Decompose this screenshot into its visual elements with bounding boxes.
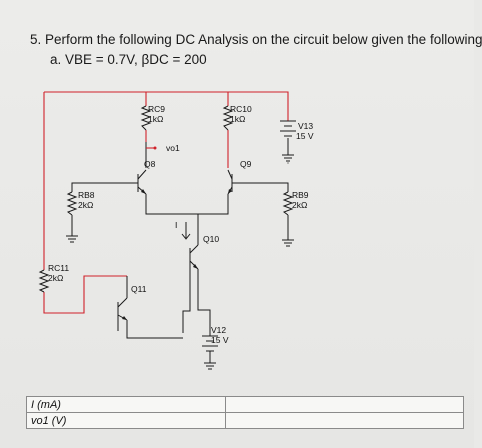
transistor-q8: Q8	[137, 159, 156, 195]
q8-label: Q8	[144, 159, 156, 169]
rc11-name: RC11	[48, 263, 69, 273]
ground-rb9	[282, 239, 294, 247]
vo1-probe: vo1	[146, 143, 180, 153]
current-label: I	[175, 220, 177, 230]
row-label-current: I (mA)	[26, 396, 226, 413]
v12-name: V12	[211, 325, 226, 335]
resistor-rb9: RB9 2kΩ	[282, 190, 309, 240]
rc9-name: RC9	[148, 104, 165, 114]
answer-cell-vo1[interactable]	[225, 412, 464, 429]
resistor-rc9: RC9 1kΩ	[140, 104, 165, 131]
row-label-vo1: vo1 (V)	[26, 412, 226, 429]
ground-v12	[204, 362, 216, 370]
table-row: vo1 (V)	[26, 412, 464, 429]
q10-label: Q10	[203, 234, 219, 244]
rb9-value: 2kΩ	[292, 200, 307, 210]
question-givens: a. VBE = 0.7V, βDC = 200	[50, 52, 207, 67]
ground-v13	[282, 154, 294, 164]
answer-cell-current[interactable]	[225, 396, 464, 413]
v13-value: 15 V	[296, 131, 314, 141]
rc11-value: 2kΩ	[48, 273, 63, 283]
question-text: 5. Perform the following DC Analysis on …	[30, 32, 482, 47]
results-table: I (mA) vo1 (V)	[26, 396, 464, 429]
current-arrow: I	[175, 220, 191, 240]
q9-label: Q9	[240, 159, 252, 169]
red-wires	[43, 91, 289, 314]
rb8-name: RB8	[78, 190, 95, 200]
rb9-name: RB9	[292, 190, 309, 200]
battery-v13: V13 15 V	[280, 120, 314, 141]
q11-label: Q11	[131, 284, 147, 294]
rc10-name: RC10	[230, 104, 252, 114]
ground-rb8	[66, 235, 78, 243]
transistor-q11: Q11	[117, 284, 147, 321]
vo1-label: vo1	[166, 143, 180, 153]
transistor-q10: Q10	[189, 234, 219, 270]
rc10-value: 1kΩ	[230, 114, 245, 124]
rc9-value: 1kΩ	[148, 114, 163, 124]
resistor-rc11: RC11 2kΩ	[38, 263, 69, 293]
table-row: I (mA)	[26, 396, 464, 413]
battery-v12: V12 15 V	[202, 325, 229, 363]
resistor-rc10: RC10 1kΩ	[222, 104, 252, 131]
transistor-q9: Q9	[227, 159, 252, 195]
black-wires	[71, 138, 289, 339]
resistor-rb8: RB8 2kΩ	[66, 190, 95, 236]
v13-name: V13	[298, 121, 313, 131]
rb8-value: 2kΩ	[78, 200, 93, 210]
v12-value: 15 V	[211, 335, 229, 345]
